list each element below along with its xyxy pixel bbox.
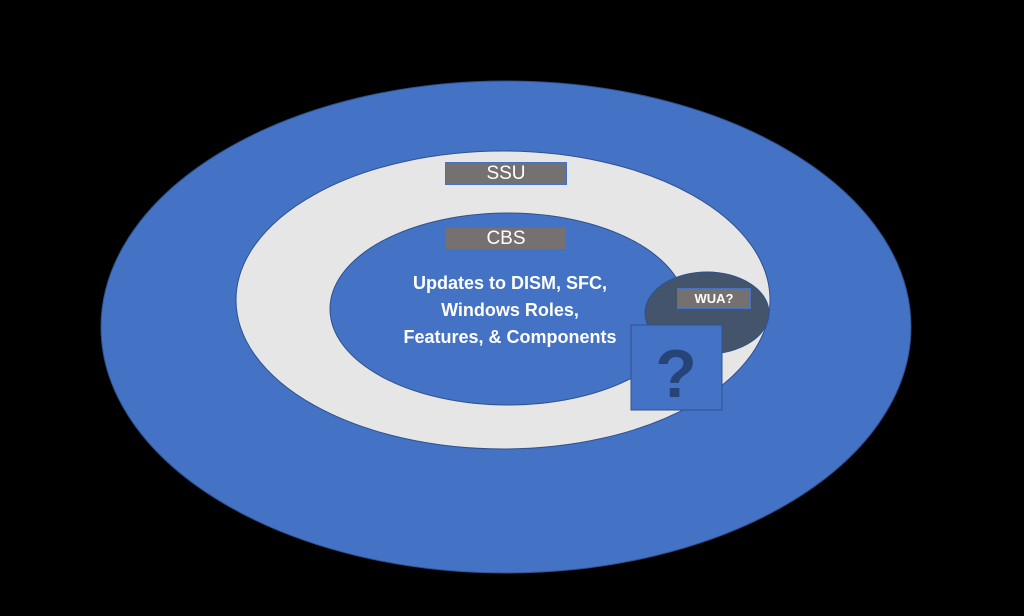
cbs-description: Updates to DISM, SFC, Windows Roles, Fea… bbox=[380, 270, 640, 351]
unknown-box bbox=[630, 324, 723, 411]
cbs-label: CBS bbox=[445, 227, 567, 250]
ssu-label: SSU bbox=[445, 162, 567, 185]
cbs-description-line: Features, & Components bbox=[403, 327, 617, 347]
wua-label: WUA? bbox=[677, 288, 751, 309]
question-mark-icon: ? bbox=[655, 336, 697, 412]
cbs-description-line: Updates to DISM, SFC, bbox=[412, 273, 607, 293]
svg-text:?: ? bbox=[655, 336, 697, 412]
cbs-description-line: Windows Roles, bbox=[441, 300, 579, 320]
